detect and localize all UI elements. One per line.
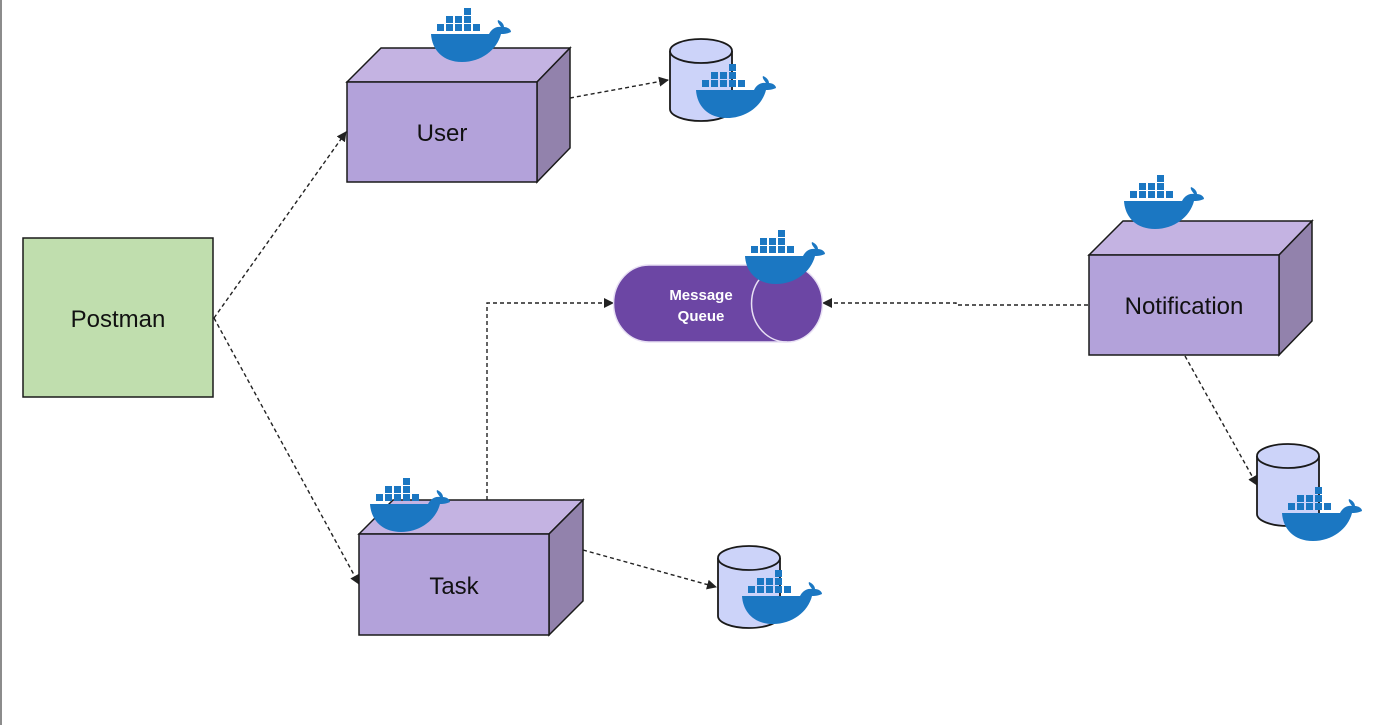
user-label: User — [417, 120, 468, 147]
edge-notification-to-db — [1184, 355, 1258, 486]
task-database — [717, 545, 822, 629]
edge-user-to-db — [569, 76, 669, 99]
edge-task-to-queue — [486, 298, 614, 500]
task-label: Task — [429, 573, 479, 600]
edge-postman-to-task — [213, 317, 360, 585]
edge-postman-to-user — [213, 131, 347, 319]
user-service-node: User — [345, 46, 572, 184]
postman-node: Postman — [22, 237, 214, 398]
queue-label-line1: Message — [669, 287, 732, 304]
task-service-node: Task — [357, 498, 585, 637]
docker-whale-icon — [745, 230, 825, 284]
notification-service-node: Notification — [1087, 219, 1314, 357]
user-database — [669, 38, 776, 122]
queue-label-line2: Queue — [678, 308, 725, 325]
notification-database — [1256, 443, 1362, 541]
edge-notification-to-queue — [822, 298, 1088, 308]
postman-label: Postman — [71, 306, 166, 333]
connections — [213, 76, 1258, 590]
message-queue-node: Message Queue — [612, 264, 824, 343]
edge-task-to-db — [582, 549, 717, 590]
notification-label: Notification — [1125, 293, 1244, 320]
